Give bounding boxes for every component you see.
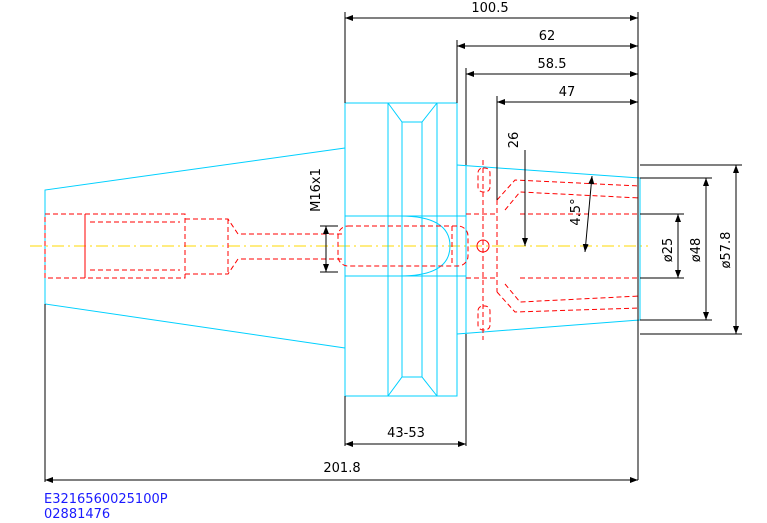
collet-nose-outline [456,164,641,335]
dim-58-5: 58.5 [538,57,567,72]
dim-adjust-range: 43-53 [387,426,425,441]
dimension-lines [44,12,742,483]
dim-dia-57-8: ø57.8 [719,232,734,269]
dim-thread: M16x1 [309,168,324,212]
part-number: E3216560025100P [44,492,168,507]
flange-outline [344,102,466,397]
taper-shank-outline [44,147,346,349]
dim-62: 62 [539,29,556,44]
dim-100-5: 100.5 [471,1,508,16]
code-number: 02881476 [44,507,110,522]
hidden-lines [44,160,641,340]
dim-dia-48: ø48 [689,238,704,263]
dim-26: 26 [507,132,522,149]
dim-angle: 4.5° [569,198,584,225]
dim-total-length: 201.8 [323,461,360,476]
dim-47: 47 [559,85,576,100]
dim-dia-25: ø25 [661,238,676,263]
